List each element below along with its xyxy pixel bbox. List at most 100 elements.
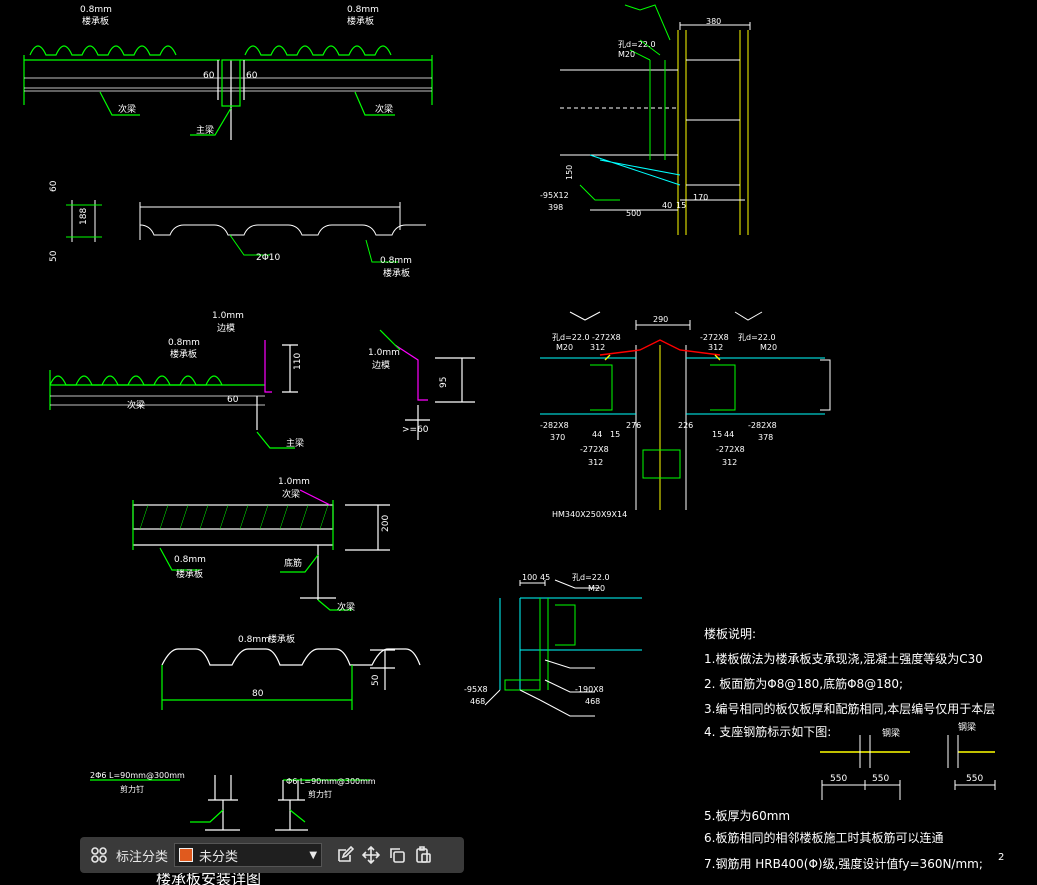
label-plate: -272X8 (700, 333, 729, 342)
copy-icon[interactable] (384, 842, 410, 868)
note-item: 3.编号相同的板仅板厚和配筋相同,本层编号仅用于本层 (704, 701, 995, 716)
shear-stud-detail (90, 775, 370, 831)
label-thickness: 0.8mm (347, 5, 379, 15)
beam-splice-text: 100 45 孔d=22.0 M20 -95X8 468 -190X8 468 (464, 573, 610, 706)
support-rebar-text: 550 550 550 钢梁 钢梁 (830, 721, 983, 784)
label-secondary-beam: 次梁 (127, 399, 145, 411)
label-dim: 50 (371, 674, 381, 686)
label-dim: 95 (439, 377, 449, 388)
label-dim: 80 (252, 689, 264, 699)
label-thickness: 0.8mm (238, 635, 270, 645)
label-plate: -272X8 (716, 445, 745, 454)
deck-profile-text: 60 188 50 2Φ10 0.8mm 楼承板 (49, 180, 412, 279)
label-dim: 550 (872, 774, 889, 784)
page-number: 2 (998, 852, 1004, 863)
label-thickness: 0.8mm (380, 256, 412, 266)
paste-icon[interactable] (410, 842, 436, 868)
label-dim: 15 (712, 430, 722, 439)
label-plate-length: 370 (550, 433, 565, 442)
label-dim: 60 (227, 395, 239, 405)
label-hole: 孔d=22.0 (738, 333, 776, 342)
label-secondary-beam: 次梁 (282, 488, 300, 500)
shear-stud-text: 2Φ6 L=90mm@300mm 剪力钉 Φ6 L=90mm@300mm 剪力钉 (90, 771, 376, 799)
label-bolt: M20 (588, 584, 605, 593)
label-plate: -272X8 (592, 333, 621, 342)
label-dim: 550 (966, 774, 983, 784)
notes-title: 楼板说明: (704, 626, 756, 641)
deck-over-main-beam-text: 0.8mm 楼承板 0.8mm 楼承板 60 60 次梁 次梁 主梁 (80, 5, 393, 136)
label-deck: 楼承板 (170, 348, 197, 360)
label-secondary-beam: 次梁 (118, 103, 136, 115)
label-plate: -272X8 (580, 445, 609, 454)
label-plate: -282X8 (748, 421, 777, 430)
beam-splice-detail (484, 579, 642, 717)
category-grid-icon[interactable] (86, 842, 112, 868)
label-main-beam: 主梁 (196, 124, 214, 136)
label-dim: >=60 (402, 425, 429, 435)
edit-icon[interactable] (332, 842, 358, 868)
label-deck: 楼承板 (82, 15, 109, 27)
label-dim: 60 (49, 180, 59, 192)
slab-section-text: 1.0mm 次梁 0.8mm 楼承板 底筋 200 次梁 (174, 477, 391, 613)
note-item: 6.板筋相同的相邻楼板施工时其板筋可以连通 (704, 830, 943, 845)
deck-edge-form-text: 1.0mm 边模 0.8mm 楼承板 次梁 60 110 主梁 (127, 311, 304, 449)
label-dim: 276 (626, 421, 641, 430)
label-dim: 44 (592, 430, 602, 439)
label-edge-form: 边模 (217, 323, 235, 334)
label-shear-stud: 剪力钉 (120, 784, 144, 794)
label-dim: 40 (662, 201, 672, 210)
label-rebar: 2Φ10 (256, 253, 281, 263)
label-deck: 楼承板 (268, 633, 295, 645)
label-bottom-rebar: 底筋 (284, 557, 302, 569)
label-dim: 188 (79, 208, 89, 225)
label-bolt: M20 (760, 343, 777, 352)
label-steel-beam: 钢梁 (958, 721, 976, 733)
label-plate-length: 398 (548, 203, 563, 212)
note-item: 2. 板面筋为Φ8@180,底筋Φ8@180; (704, 676, 903, 691)
label-plate-length: 312 (708, 343, 723, 352)
column-two-beams-detail (540, 311, 831, 510)
label-dim: 44 (724, 430, 734, 439)
label-bolt: M20 (618, 50, 635, 59)
label-hole: 孔d=22.0 (552, 333, 590, 342)
label-thickness: 1.0mm (278, 477, 310, 487)
column-two-beams-text: 290 孔d=22.0 M20 孔d=22.0 M20 -272X8 312 -… (540, 315, 777, 519)
label-thickness: 0.8mm (80, 5, 112, 15)
label-dim: 500 (626, 209, 641, 218)
beam-column-connection-detail (560, 4, 751, 235)
label-steel-beam: 钢梁 (882, 727, 900, 739)
deck-rib-profile-detail (161, 648, 421, 710)
label-plate-length: 378 (758, 433, 773, 442)
label-plate-length: 312 (722, 458, 737, 467)
label-plate: -282X8 (540, 421, 569, 430)
label-dim: 226 (678, 421, 693, 430)
label-dim: 380 (706, 17, 721, 26)
label-thickness: 0.8mm (168, 338, 200, 348)
deck-profile-detail (66, 200, 426, 263)
category-select-value: 未分类 (199, 849, 239, 865)
edge-angle-text: 1.0mm 边模 95 >=60 (368, 348, 449, 435)
move-icon[interactable] (358, 842, 384, 868)
label-dim: 45 (540, 573, 550, 582)
slab-section-detail (132, 489, 390, 611)
label-plate-length: 312 (588, 458, 603, 467)
note-item: 1.楼板做法为楼承板支承现浇,混凝土强度等级为C30 (704, 651, 983, 666)
label-thickness: 1.0mm (368, 348, 400, 358)
label-secondary-beam: 次梁 (337, 601, 355, 613)
label-shear-stud: 剪力钉 (308, 789, 332, 799)
label-stud-spec: 2Φ6 L=90mm@300mm (90, 771, 185, 780)
label-plate: -95X8 (464, 685, 488, 694)
label-dim: 200 (381, 515, 391, 532)
deck-over-main-beam-detail (23, 45, 433, 140)
label-plate-length: 468 (585, 697, 600, 706)
label-dim: 150 (565, 165, 574, 180)
beam-column-connection-text: 380 孔d=22.0 M20 500 40 170 150 15 -95X12… (540, 17, 721, 218)
annotation-toolbar: 标注分类 未分类 ▼ (80, 837, 464, 873)
label-main-beam: 主梁 (286, 437, 304, 449)
label-edge-form: 边模 (372, 360, 390, 371)
category-select[interactable]: 未分类 ▼ (174, 843, 323, 867)
label-plate-length: 468 (470, 697, 485, 706)
edge-angle-detail (379, 329, 475, 440)
label-dim: 100 (522, 573, 537, 582)
